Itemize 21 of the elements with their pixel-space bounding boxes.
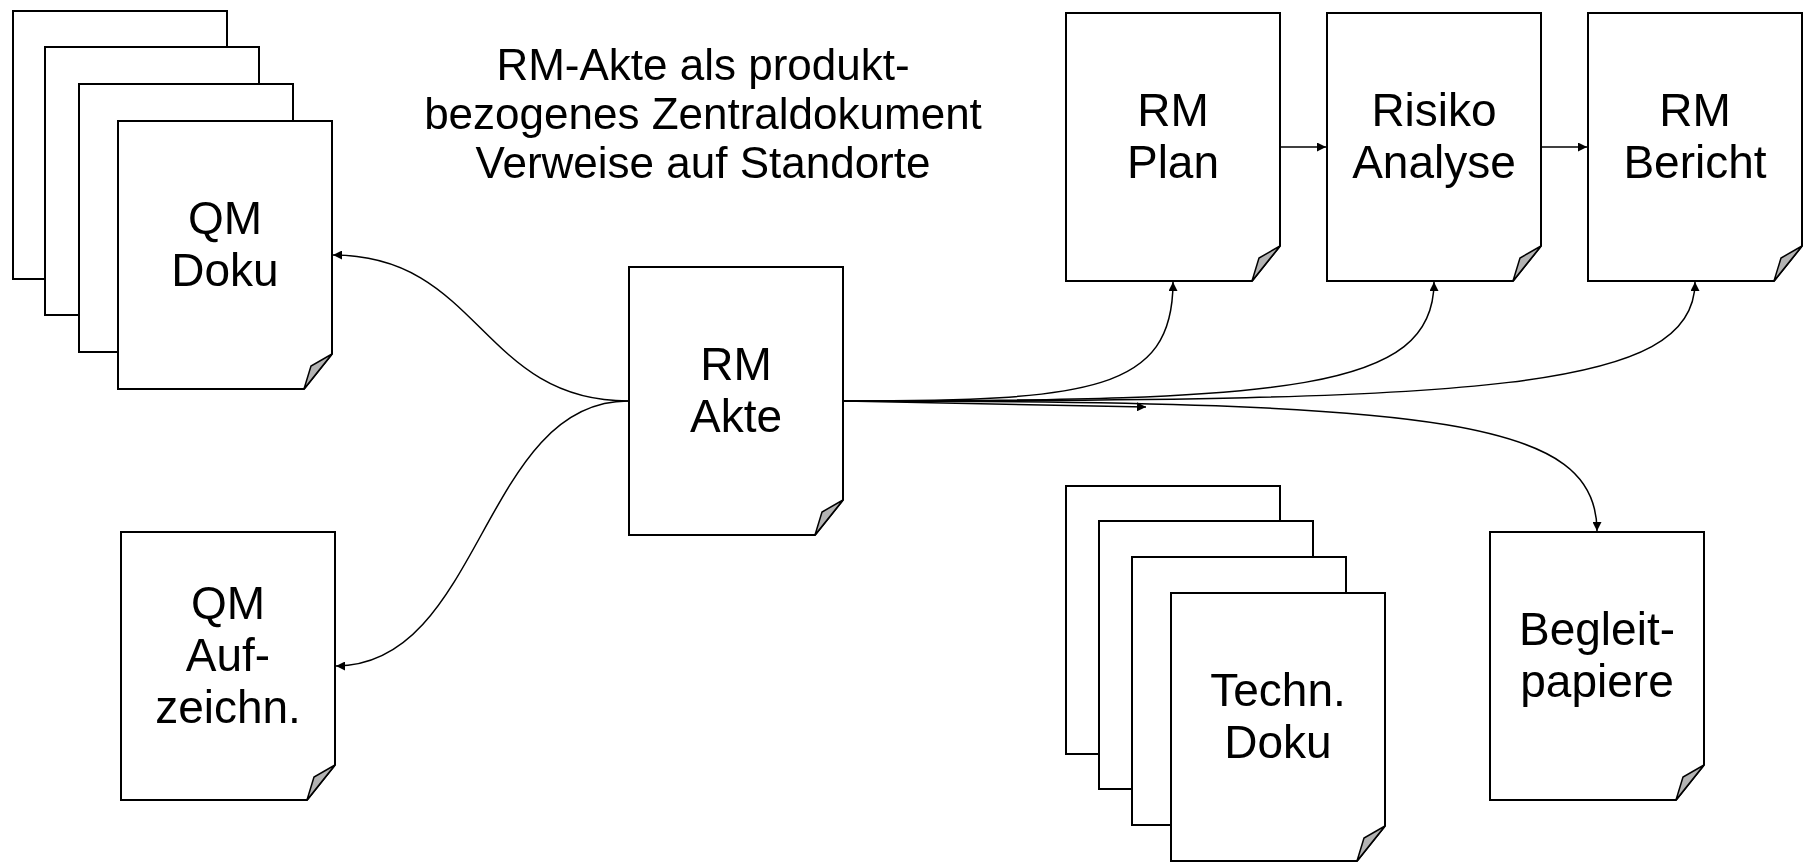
node-label: QM Doku [171, 192, 279, 296]
arrow [1541, 142, 1588, 152]
arrow [1280, 142, 1327, 152]
node-label: Begleit- papiere [1519, 603, 1675, 707]
document-page [120, 531, 336, 801]
node-label: RM Akte [689, 338, 782, 442]
node-label: RM Plan [1126, 84, 1220, 188]
document-page [1065, 12, 1281, 282]
document-page [628, 266, 844, 536]
diagram-heading: Verweise auf Standorte [474, 138, 932, 187]
node-label: RM Bericht [1623, 84, 1767, 188]
arrow [335, 400, 629, 670]
document-page [1170, 592, 1386, 862]
node-label: Risiko Analyse [1352, 84, 1516, 188]
document-page [117, 120, 333, 390]
diagram-heading: RM-Akte als produkt- bezogenes Zentraldokument [423, 40, 983, 138]
document-page [1489, 531, 1705, 801]
document-page [1326, 12, 1542, 282]
node-label: QM Auf- zeichn. [155, 577, 301, 733]
document-page [1587, 12, 1803, 282]
node-label: Techn. Doku [1210, 664, 1346, 768]
